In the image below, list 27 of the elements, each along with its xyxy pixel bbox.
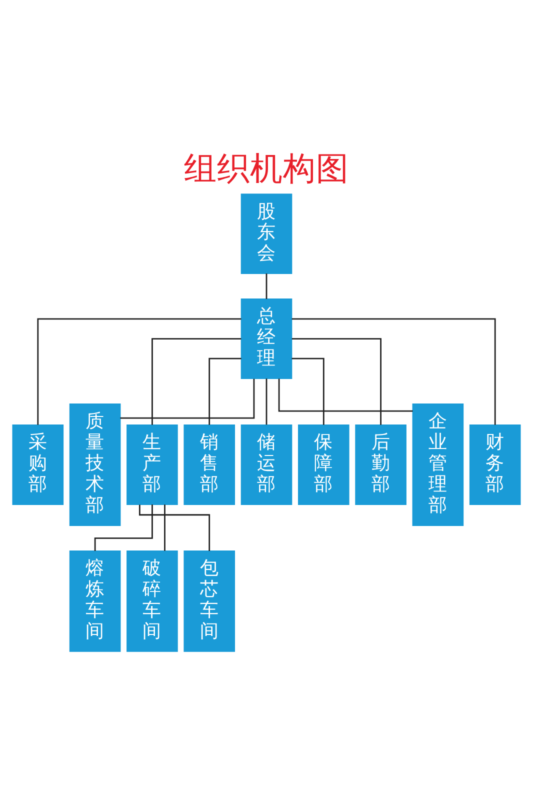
node-box: 储运部	[240, 424, 292, 505]
node-box: 后勤部	[355, 424, 406, 505]
node-box: 包芯车间	[184, 550, 235, 652]
node-box: 破碎车间	[126, 550, 178, 652]
connector	[292, 358, 324, 425]
connector	[278, 378, 413, 412]
node-box: 销售部	[184, 424, 235, 505]
connector	[266, 378, 268, 425]
node-box: 采购部	[12, 424, 64, 505]
connector	[164, 504, 166, 551]
connector	[266, 274, 268, 300]
node-box: 企业管理部	[412, 404, 464, 526]
node-box: 财务部	[469, 424, 521, 505]
node-box: 生产部	[126, 424, 178, 505]
diagram-title: 组织机构图	[184, 149, 349, 188]
node-box: 保障部	[298, 424, 350, 505]
connector	[138, 504, 210, 551]
node-box: 总经理	[240, 298, 292, 379]
node-box: 熔炼车间	[69, 550, 121, 652]
connector	[120, 378, 255, 419]
node-box: 质量技术部	[69, 404, 121, 526]
node-box: 股东会	[240, 194, 292, 274]
connector	[292, 318, 496, 425]
connector	[37, 318, 242, 425]
connector	[208, 358, 242, 425]
connector	[152, 338, 242, 425]
connector	[292, 338, 382, 425]
